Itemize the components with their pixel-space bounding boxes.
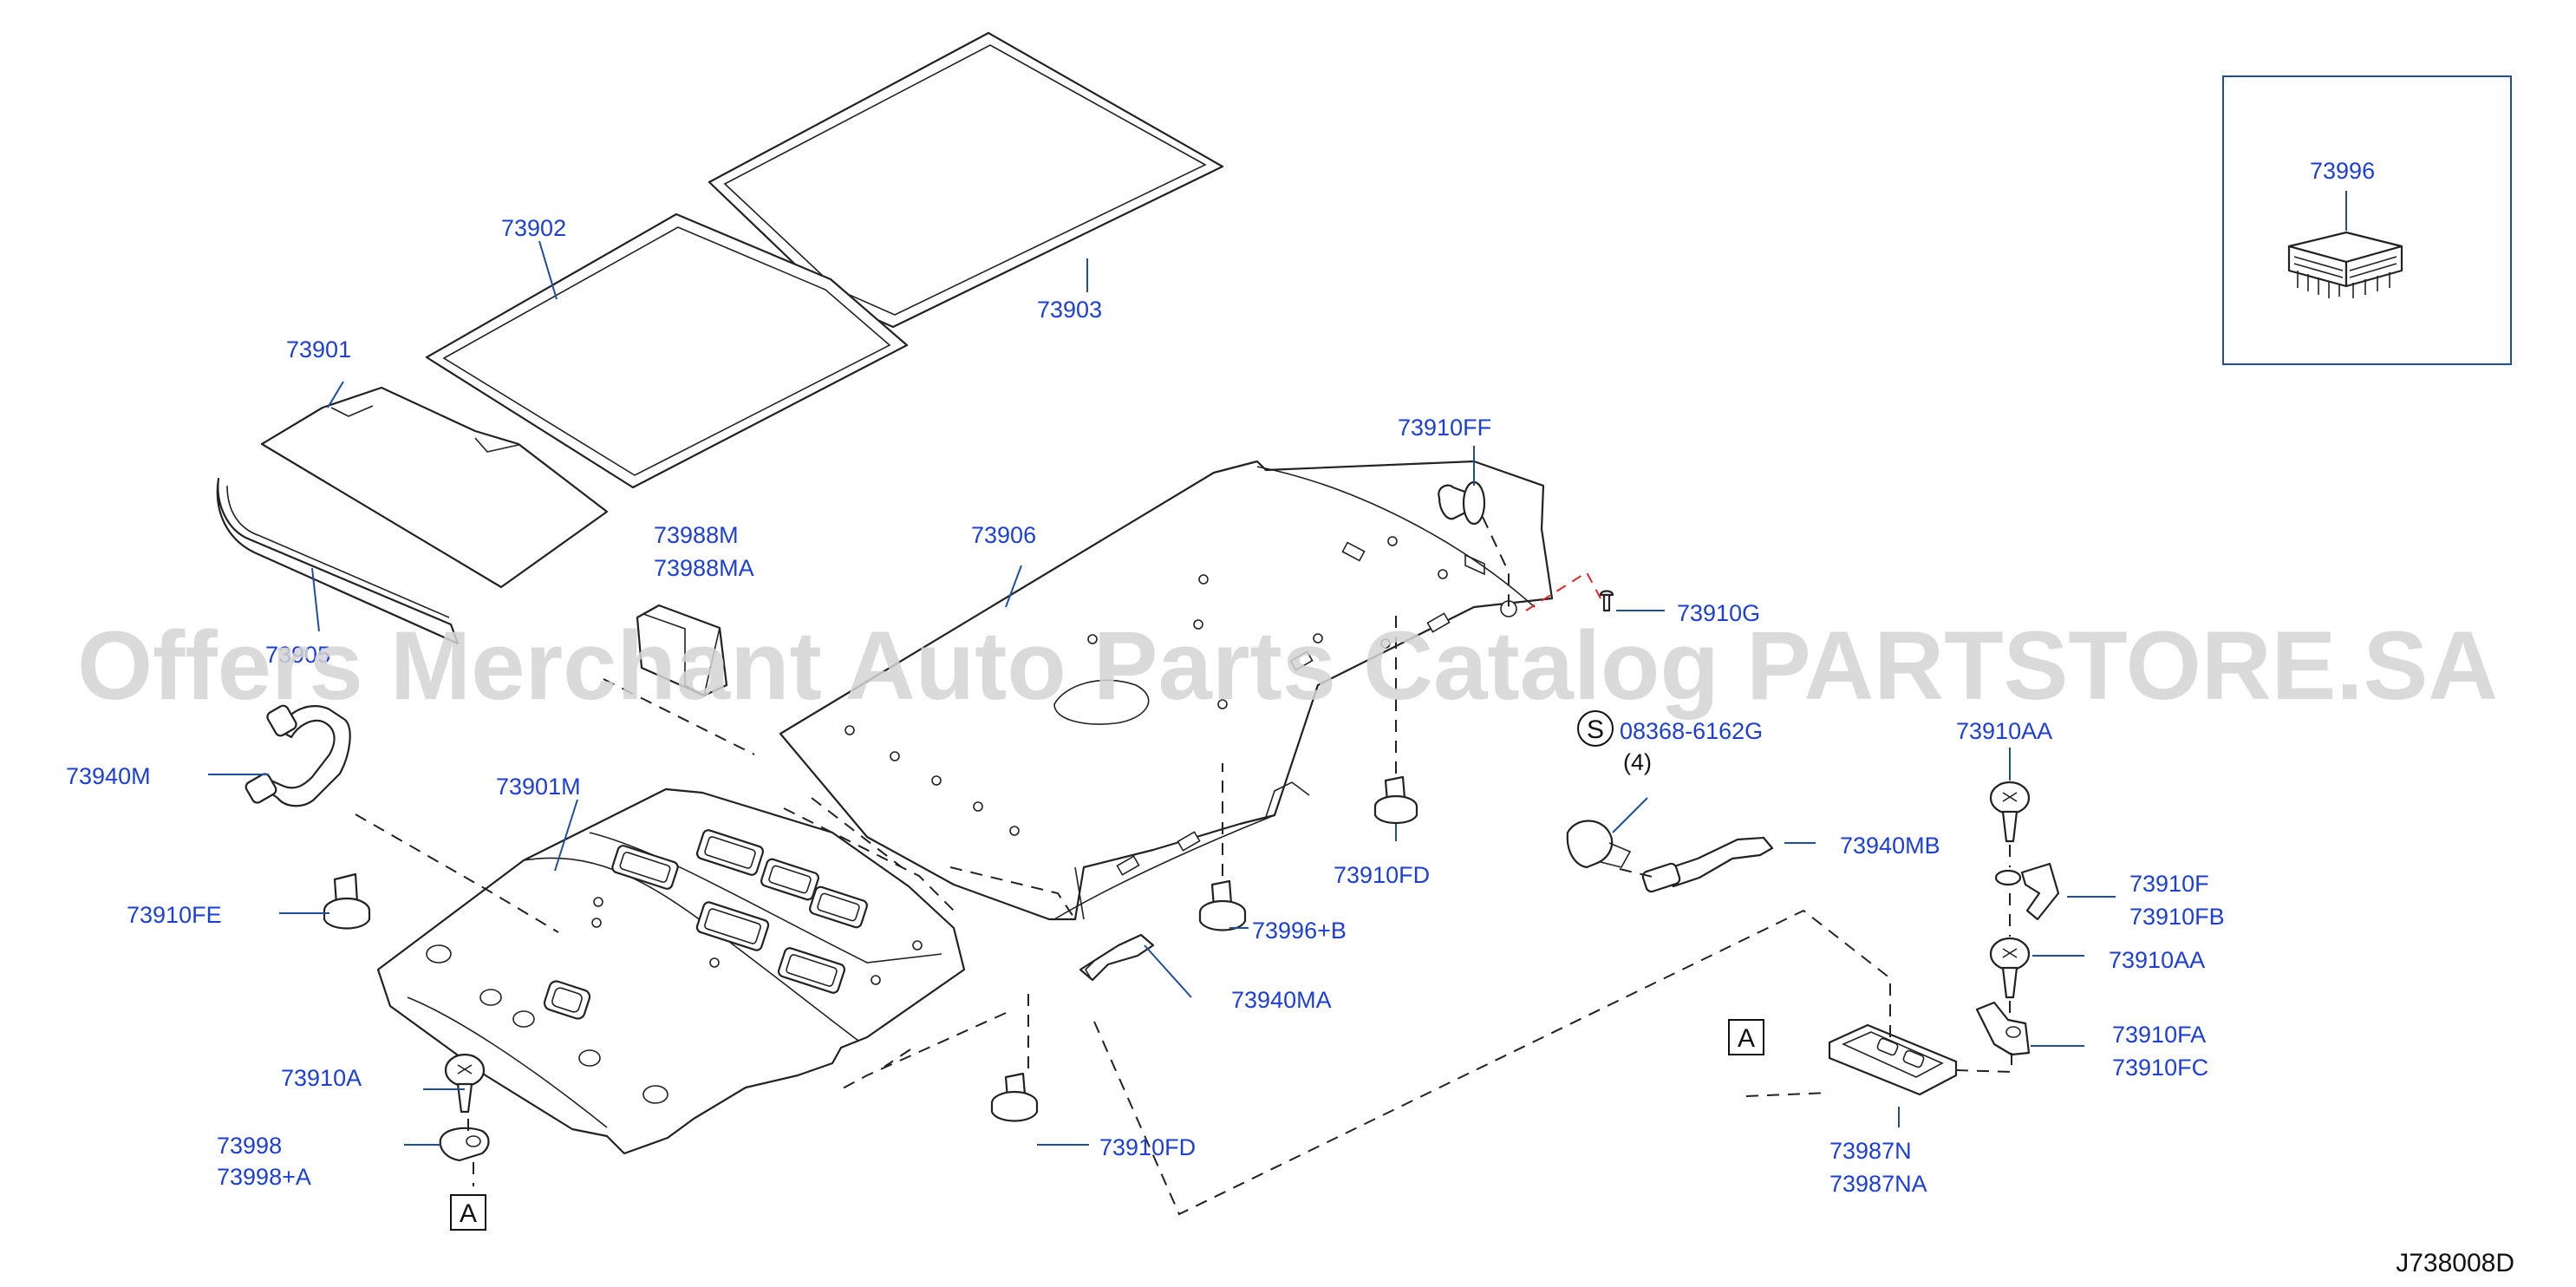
callout-73987n[interactable]: 73987N bbox=[1829, 1138, 1912, 1164]
headlining-73906[interactable] bbox=[779, 460, 1554, 921]
clip-73910ff[interactable] bbox=[1438, 480, 1486, 526]
assist-grip-73940mb[interactable] bbox=[1641, 836, 1774, 893]
callout-73987na[interactable]: 73987NA bbox=[1829, 1171, 1927, 1197]
callout-73910g[interactable]: 73910G bbox=[1677, 600, 1760, 626]
callout-73996b[interactable]: 73996+B bbox=[1252, 918, 1347, 944]
panel-73901[interactable] bbox=[260, 386, 609, 589]
quantity-08368: (4) bbox=[1623, 749, 1652, 775]
drawing-id: J738008D bbox=[2396, 1249, 2514, 1277]
clip-08368[interactable] bbox=[1566, 820, 1632, 869]
grip-bracket-73940ma[interactable] bbox=[1079, 933, 1155, 982]
screw-73910a[interactable] bbox=[444, 1053, 486, 1114]
clip-73910fd-upper[interactable] bbox=[1373, 775, 1418, 825]
holder-73987n[interactable] bbox=[1828, 1023, 1958, 1096]
pad-73996[interactable] bbox=[2287, 231, 2403, 298]
clip-73910fd-lower[interactable] bbox=[990, 1072, 1039, 1122]
callout-73988m[interactable]: 73988M bbox=[654, 522, 739, 548]
callout-73910aa-top[interactable]: 73910AA bbox=[1956, 718, 2052, 744]
trim-73905[interactable] bbox=[216, 477, 460, 645]
callout-73910fb[interactable]: 73910FB bbox=[2129, 904, 2225, 930]
clip-73910fe[interactable] bbox=[323, 872, 371, 930]
callout-73906[interactable]: 73906 bbox=[971, 522, 1036, 548]
ref-marker-a-left[interactable]: A bbox=[450, 1194, 486, 1231]
screw-73910aa-mid[interactable] bbox=[1989, 937, 2031, 999]
callout-73910fd-upper[interactable]: 73910FD bbox=[1334, 862, 1430, 888]
callout-73902[interactable]: 73902 bbox=[501, 215, 566, 241]
ref-marker-a-right[interactable]: A bbox=[1728, 1019, 1764, 1055]
callout-73901[interactable]: 73901 bbox=[286, 336, 351, 363]
callout-73910fd-lower[interactable]: 73910FD bbox=[1099, 1134, 1196, 1160]
callout-73910aa-mid[interactable]: 73910AA bbox=[2109, 947, 2205, 973]
callout-73940mb[interactable]: 73940MB bbox=[1840, 833, 1940, 859]
callout-08368[interactable]: 08368-6162G bbox=[1620, 718, 1763, 744]
callout-73988ma[interactable]: 73988MA bbox=[654, 555, 754, 581]
callout-73910ff[interactable]: 73910FF bbox=[1398, 415, 1491, 441]
assist-grip-73940m[interactable] bbox=[245, 704, 351, 807]
callout-73910fa[interactable]: 73910FA bbox=[2112, 1022, 2206, 1048]
callout-73940m[interactable]: 73940M bbox=[66, 763, 151, 789]
callout-73996[interactable]: 73996 bbox=[2310, 158, 2375, 184]
watermark: Offers Merchant Auto Parts Catalog PARTS… bbox=[77, 611, 2498, 720]
callout-73903[interactable]: 73903 bbox=[1037, 297, 1102, 323]
callout-73998[interactable]: 73998 bbox=[217, 1133, 282, 1159]
panel-73902[interactable] bbox=[425, 212, 909, 489]
screw-73910g[interactable] bbox=[1599, 590, 1614, 612]
clip-73998[interactable] bbox=[439, 1127, 490, 1162]
callout-73940ma[interactable]: 73940MA bbox=[1231, 987, 1332, 1013]
callout-73998a[interactable]: 73998+A bbox=[217, 1164, 311, 1190]
standard-part-symbol: S bbox=[1577, 710, 1614, 747]
bracket-73910fa[interactable] bbox=[1975, 1001, 2031, 1056]
bracket-73910f[interactable] bbox=[1994, 862, 2060, 921]
callout-73910fe[interactable]: 73910FE bbox=[127, 902, 222, 928]
holder-73988m[interactable] bbox=[636, 604, 728, 697]
callout-73910fc[interactable]: 73910FC bbox=[2112, 1055, 2208, 1081]
inset-frame bbox=[2222, 75, 2512, 365]
callout-73901m[interactable]: 73901M bbox=[496, 774, 581, 800]
screw-73910aa-top[interactable] bbox=[1989, 781, 2031, 843]
ref-marker-a-right-label: A bbox=[1738, 1024, 1755, 1053]
headlining-73901m[interactable] bbox=[376, 787, 966, 1155]
ref-marker-a-left-label: A bbox=[460, 1199, 477, 1228]
standard-part-letter: S bbox=[1587, 715, 1604, 744]
callout-73910a[interactable]: 73910A bbox=[281, 1065, 362, 1091]
callout-73910f[interactable]: 73910F bbox=[2129, 871, 2209, 897]
callout-73905[interactable]: 73905 bbox=[265, 642, 330, 668]
clip-73996b[interactable] bbox=[1198, 879, 1247, 931]
